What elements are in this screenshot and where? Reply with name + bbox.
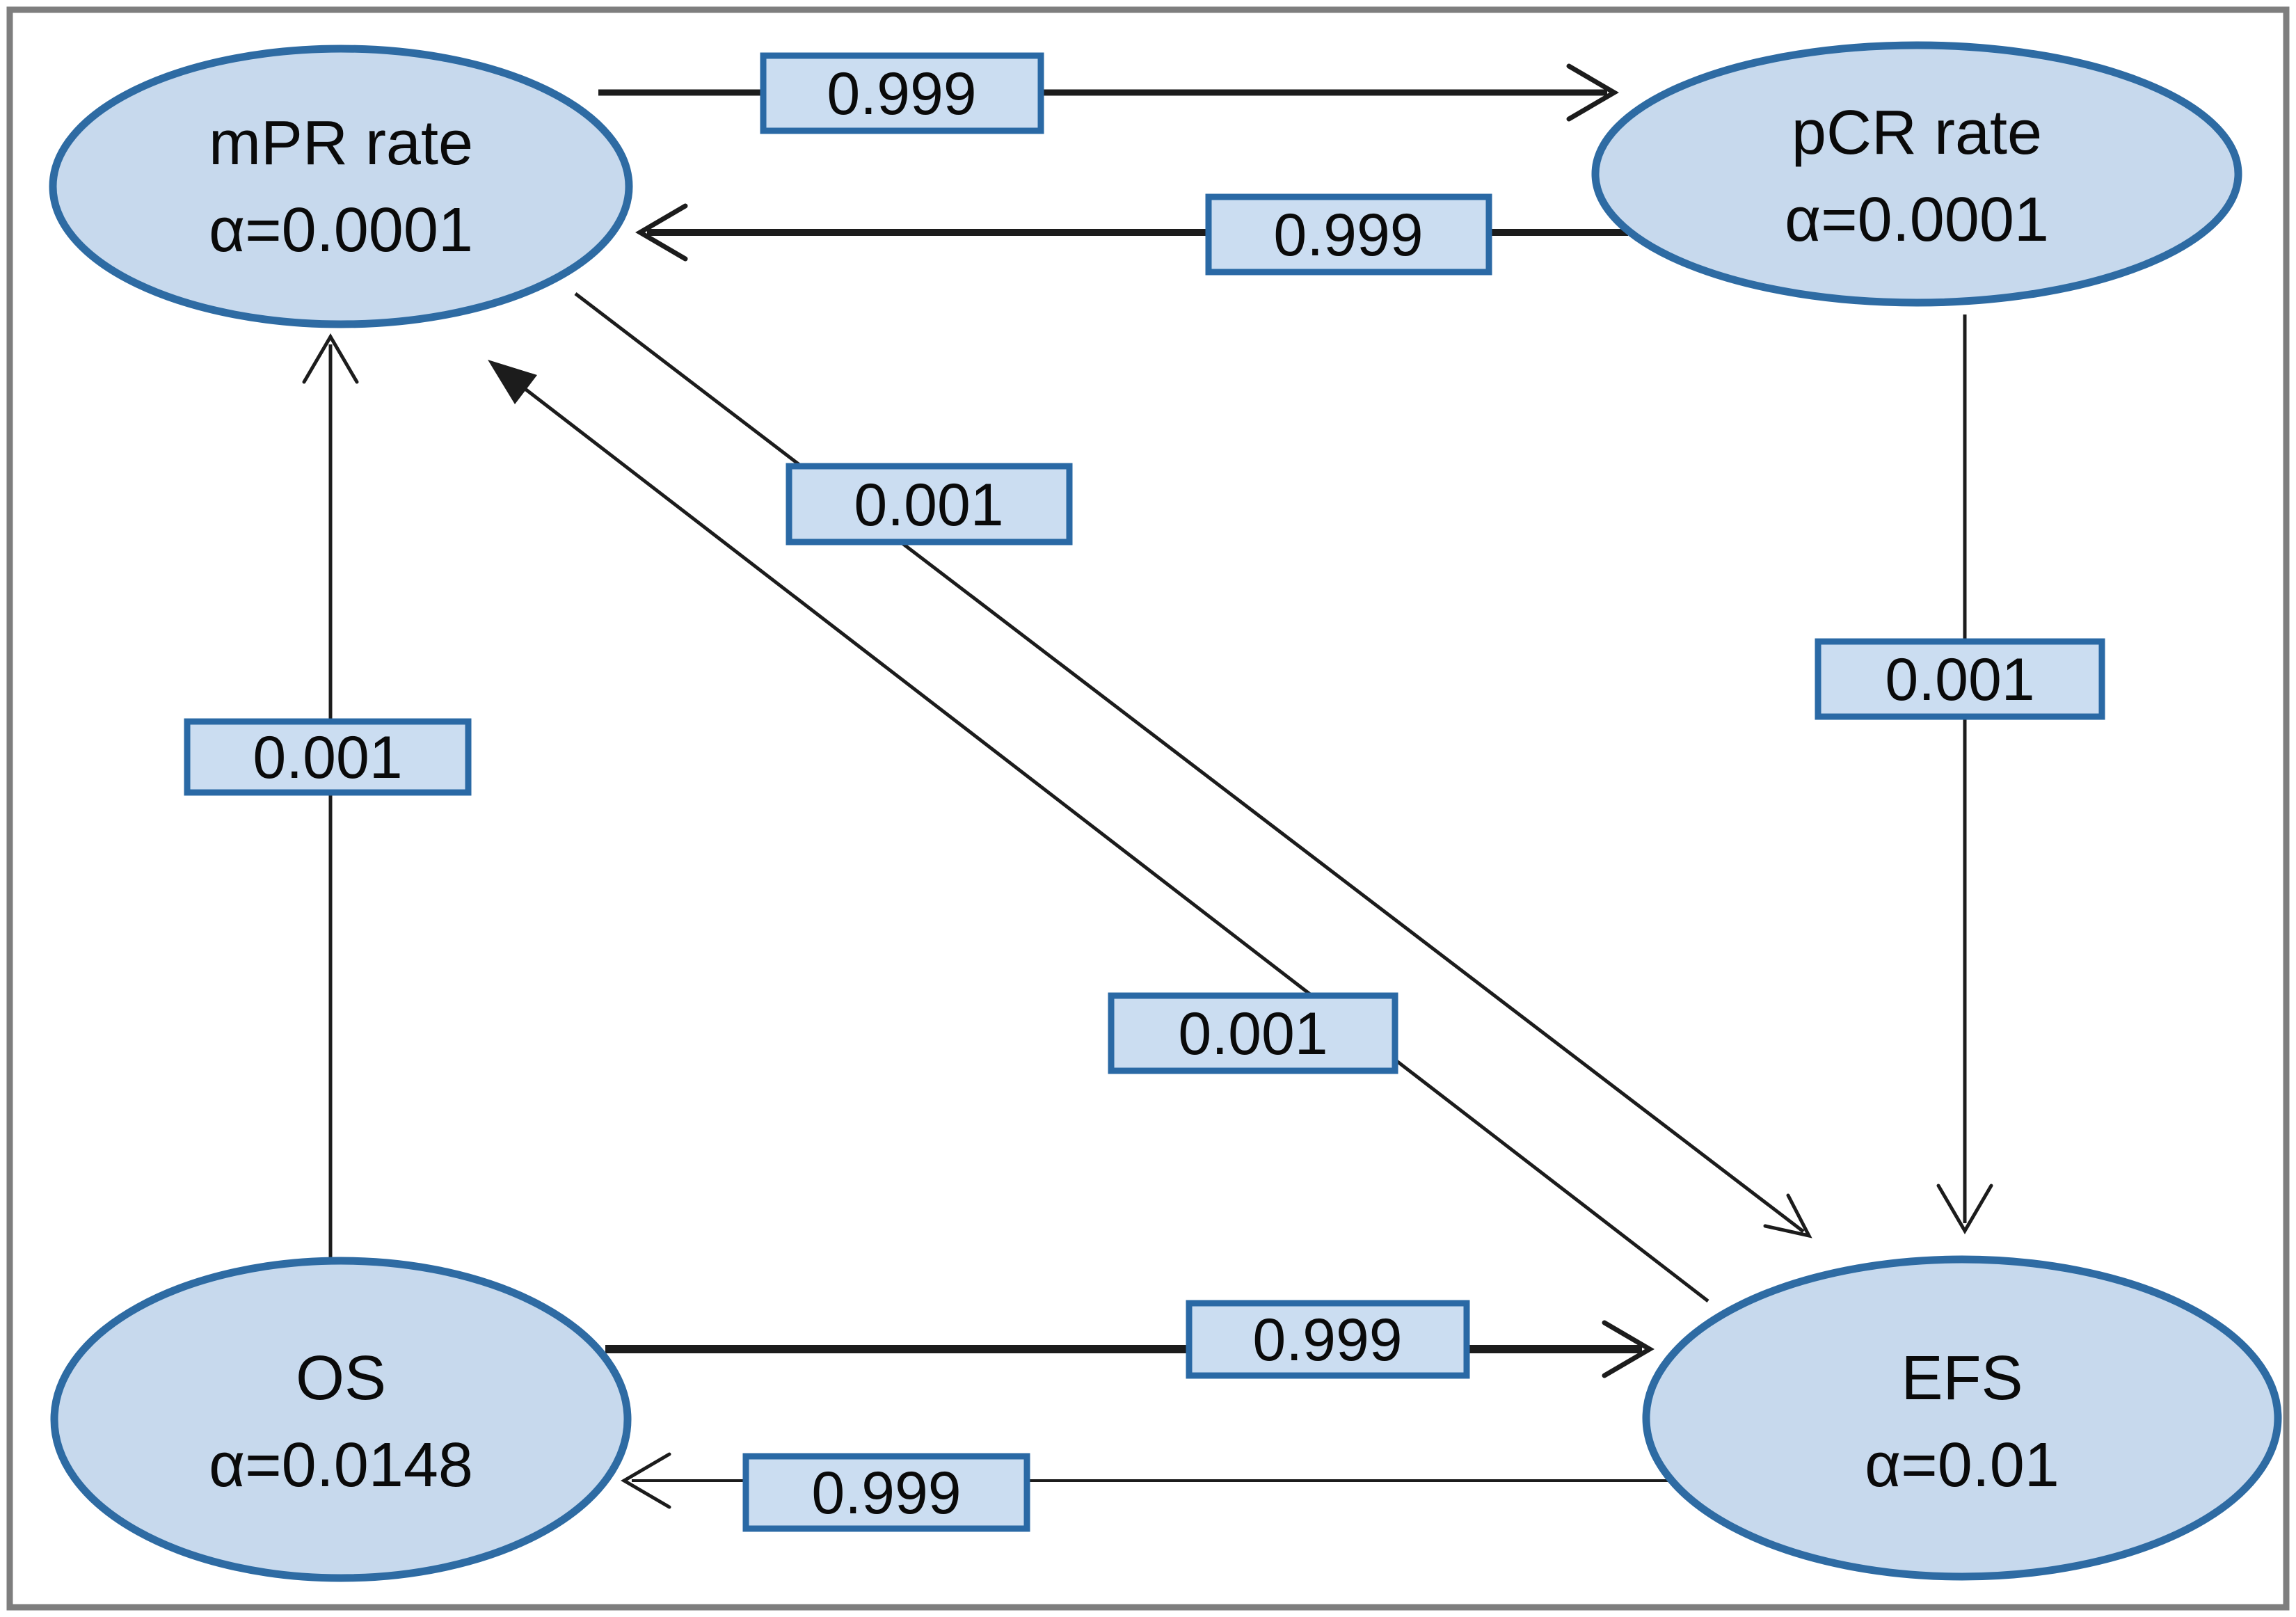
node-efs-name: EFS: [1901, 1344, 2023, 1413]
node-os-ellipse: [50, 1257, 632, 1582]
node-efs: EFS α=0.01: [1642, 1255, 2282, 1581]
edge-label-os-to-mpr: 0.001: [184, 718, 472, 796]
node-mpr-alpha: α=0.0001: [209, 196, 473, 265]
arrowhead-up-left-icon: [488, 360, 537, 404]
edge-label-value: 0.999: [1273, 202, 1423, 269]
arrowhead-down-right-icon: [1763, 1193, 1812, 1238]
node-pcr-ellipse: [1591, 41, 2242, 307]
edge-label-box: [1108, 992, 1398, 1074]
edge-label-box: [786, 463, 1073, 545]
edge-label-mpr-to-efs: 0.001: [786, 463, 1073, 545]
edge-label-value: 0.001: [253, 724, 402, 791]
arrowhead-right-icon: [1566, 63, 1619, 122]
edge-label-box: [1186, 1300, 1470, 1379]
node-mpr-ellipse: [49, 45, 633, 328]
edge-label-box: [760, 52, 1044, 134]
edge-label-value: 0.999: [811, 1460, 961, 1527]
edge-label-box: [1205, 193, 1492, 276]
edge-pcr-to-efs: [1936, 314, 1993, 1234]
node-os: OS α=0.0148: [50, 1257, 632, 1582]
edge-label-box: [1815, 638, 2105, 720]
edge-label-box: [184, 718, 472, 796]
arrowhead-left-icon: [621, 1452, 671, 1509]
node-pcr: pCR rate α=0.0001: [1591, 41, 2242, 307]
edge-label-value: 0.001: [1885, 646, 2034, 713]
edge-label-value: 0.999: [1252, 1307, 1402, 1373]
edge-efs-to-mpr: [488, 360, 1709, 1303]
edge-os-to-mpr: [302, 333, 359, 1261]
node-pcr-alpha: α=0.0001: [1785, 185, 2049, 255]
edge-label-value: 0.999: [827, 61, 976, 127]
edge-label-os-to-efs: 0.999: [1186, 1300, 1470, 1379]
node-pcr-name: pCR rate: [1792, 98, 2042, 168]
edge-efs-to-mpr-line: [494, 365, 1709, 1303]
edge-label-efs-to-mpr: 0.001: [1108, 992, 1398, 1074]
node-os-alpha: α=0.0148: [209, 1431, 473, 1500]
edge-label-pcr-to-efs: 0.001: [1815, 638, 2105, 720]
arrowhead-down-icon: [1936, 1184, 1993, 1234]
node-efs-alpha: α=0.01: [1865, 1431, 2059, 1500]
figure-border: [6, 6, 2290, 1611]
edge-os-to-efs: [605, 1320, 1655, 1378]
node-mpr: mPR rate α=0.0001: [49, 45, 633, 328]
node-efs-ellipse: [1642, 1255, 2282, 1581]
edge-label-pcr-to-mpr: 0.999: [1205, 193, 1492, 276]
edge-label-box: [742, 1453, 1030, 1532]
node-os-name: OS: [296, 1344, 386, 1413]
arrowhead-right-icon: [1602, 1320, 1655, 1378]
edge-mpr-to-efs: [574, 292, 1812, 1238]
edge-label-efs-to-os: 0.999: [742, 1453, 1030, 1532]
edge-label-value: 0.001: [1178, 1001, 1328, 1067]
edge-mpr-to-efs-line: [574, 292, 1805, 1233]
edge-label-value: 0.001: [854, 472, 1003, 539]
arrowhead-up-icon: [302, 333, 359, 384]
edge-label-mpr-to-pcr: 0.999: [760, 52, 1044, 134]
arrowhead-left-icon: [635, 203, 688, 262]
edge-mpr-to-pcr: [598, 63, 1619, 122]
node-mpr-name: mPR rate: [209, 109, 473, 178]
